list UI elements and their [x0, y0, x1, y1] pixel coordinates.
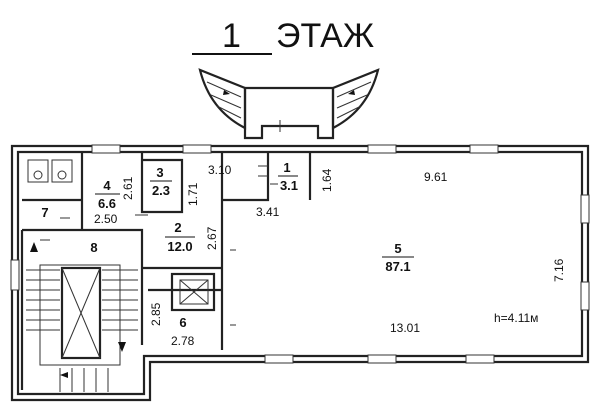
room-2-area: 12.0 — [167, 239, 192, 254]
room-4-number: 4 — [103, 178, 111, 193]
room-1-number: 1 — [283, 160, 290, 175]
room-labels: 1 3.1 2 12.0 3 2.3 4 6.6 5 87.1 6 7 8 — [41, 160, 414, 330]
room-3-number: 3 — [156, 165, 163, 180]
dimension-label: 1.71 — [186, 182, 200, 206]
dimension-label: 3.41 — [256, 205, 280, 219]
dimension-label: 2.85 — [149, 302, 163, 326]
staircase — [26, 242, 138, 392]
dimension-labels: 3.10 1.64 9.61 2.61 1.71 3.41 2.50 2.67 … — [94, 163, 566, 348]
dimension-label: 1.64 — [320, 168, 334, 192]
ceiling-height-label: h=4.11м — [494, 311, 538, 325]
windows — [10, 144, 590, 364]
room-3-area: 2.3 — [152, 183, 170, 198]
dimension-label: 2.78 — [171, 334, 195, 348]
dimension-label: 7.16 — [552, 258, 566, 282]
dimension-label: 3.10 — [208, 163, 232, 177]
room-1-area: 3.1 — [280, 178, 298, 193]
room-6-number: 6 — [179, 315, 186, 330]
room-8-number: 8 — [90, 240, 97, 255]
floor-label: ЭТАЖ — [276, 17, 374, 55]
toilets — [27, 159, 73, 183]
dimension-label: 9.61 — [424, 170, 448, 184]
room-5-area: 87.1 — [385, 259, 410, 274]
dimension-label: 2.61 — [121, 176, 135, 200]
dimension-label: 2.50 — [94, 212, 118, 226]
room-2-number: 2 — [174, 220, 181, 235]
elevator-shaft — [170, 272, 216, 312]
floor-number: 1 — [222, 17, 241, 55]
room-4-area: 6.6 — [98, 196, 116, 211]
entrance-porch — [198, 68, 380, 140]
outer-walls — [10, 144, 590, 402]
interior-walls — [20, 152, 312, 390]
room-7-number: 7 — [41, 205, 48, 220]
dimension-label: 2.67 — [205, 226, 219, 250]
markers — [40, 183, 278, 326]
dimension-label: 13.01 — [390, 321, 420, 335]
room-5-number: 5 — [394, 241, 401, 256]
